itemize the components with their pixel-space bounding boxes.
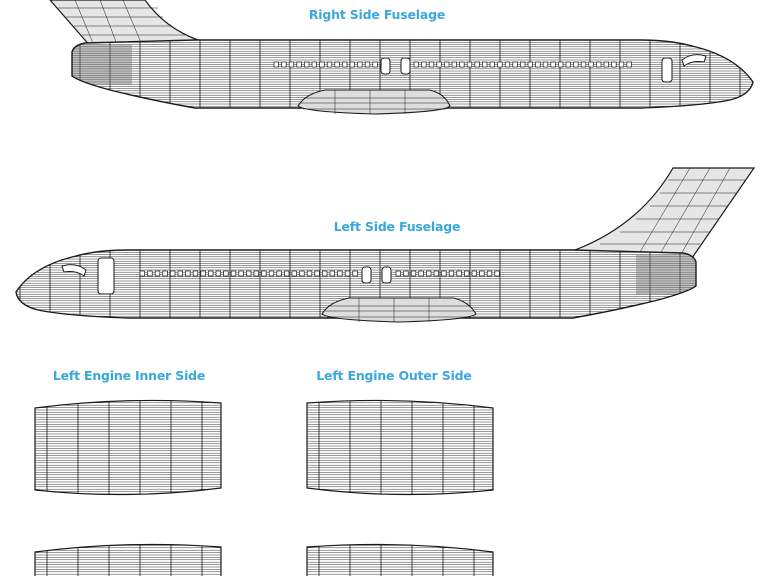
- engine-outer-panel-bottom: [306, 543, 494, 576]
- right-doors: [380, 57, 673, 83]
- engine-outer-panel-top: [306, 399, 494, 496]
- left-side-fuselage-label: Left Side Fuselage: [334, 219, 461, 234]
- left-cockpit-window-icon: [61, 264, 87, 277]
- engine-inner-panel-top: [34, 399, 222, 496]
- left-window-row: [139, 270, 500, 277]
- left-vertical-stabilizer: [574, 167, 756, 259]
- left-doors: [97, 257, 392, 295]
- left-fuselage-outline: [15, 249, 697, 319]
- right-window-row: [273, 61, 632, 68]
- left-wing-fairing: [321, 297, 477, 323]
- left-engine-inner-side-label: Left Engine Inner Side: [53, 368, 205, 383]
- right-side-fuselage: [49, 0, 754, 115]
- engine-inner-panel-bottom: [34, 543, 222, 576]
- right-cockpit-window-icon: [681, 54, 707, 67]
- right-fuselage-outline: [71, 39, 754, 109]
- left-side-fuselage: [15, 167, 756, 323]
- left-engine-outer-side-label: Left Engine Outer Side: [316, 368, 471, 383]
- right-side-fuselage-label: Right Side Fuselage: [309, 7, 445, 22]
- right-wing-fairing: [297, 89, 451, 115]
